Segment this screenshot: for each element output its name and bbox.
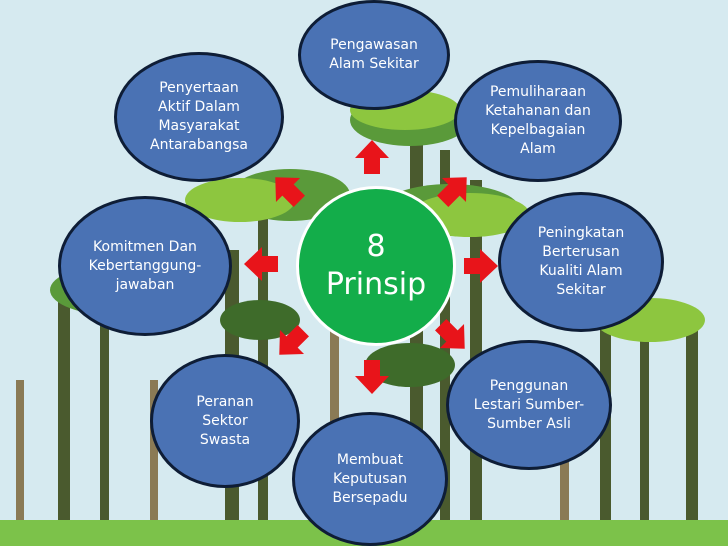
principle-label: Pengawasan Alam Sekitar [329, 37, 419, 72]
arrow-down [355, 360, 389, 394]
arrow-down-right [435, 319, 465, 349]
principle-label: Komitmen Dan Kebertanggung- jawaban [88, 238, 202, 293]
principle-node-peranan: Peranan Sektor Swasta [150, 354, 300, 488]
principle-node-peningkatan: Peningkatan Berterusan Kualiti Alam Seki… [498, 192, 664, 332]
arrow-right [464, 249, 498, 283]
arrow-down-left [279, 325, 309, 355]
arrow-up-right [437, 177, 467, 207]
principle-node-pengawasan: Pengawasan Alam Sekitar [298, 0, 450, 110]
principle-label: Membuat Keputusan Bersepadu [332, 451, 408, 506]
arrow-up [355, 140, 389, 174]
principle-node-membuat-keputusan: Membuat Keputusan Bersepadu [292, 412, 448, 546]
principle-node-penggunan: Penggunan Lestari Sumber- Sumber Asli [446, 340, 612, 470]
principle-node-komitmen: Komitmen Dan Kebertanggung- jawaban [58, 196, 232, 336]
principle-label: Pemuliharaan Ketahanan dan Kepelbagaian … [485, 84, 591, 157]
principle-node-penyertaan: Penyertaan Aktif Dalam Masyarakat Antara… [114, 52, 284, 182]
center-number: 8 [366, 229, 386, 264]
center-circle: 8 Prinsip [296, 186, 456, 346]
principle-label: Penggunan Lestari Sumber- Sumber Asli [473, 377, 585, 432]
principle-label: Peningkatan Berterusan Kualiti Alam Seki… [537, 225, 625, 298]
arrow-up-left [275, 177, 305, 207]
arrow-left [244, 247, 278, 281]
principle-label: Peranan Sektor Swasta [196, 393, 254, 448]
principle-label: Penyertaan Aktif Dalam Masyarakat Antara… [150, 80, 248, 153]
center-label: Prinsip [325, 267, 427, 302]
principle-node-pemuliharaan: Pemuliharaan Ketahanan dan Kepelbagaian … [454, 60, 622, 182]
